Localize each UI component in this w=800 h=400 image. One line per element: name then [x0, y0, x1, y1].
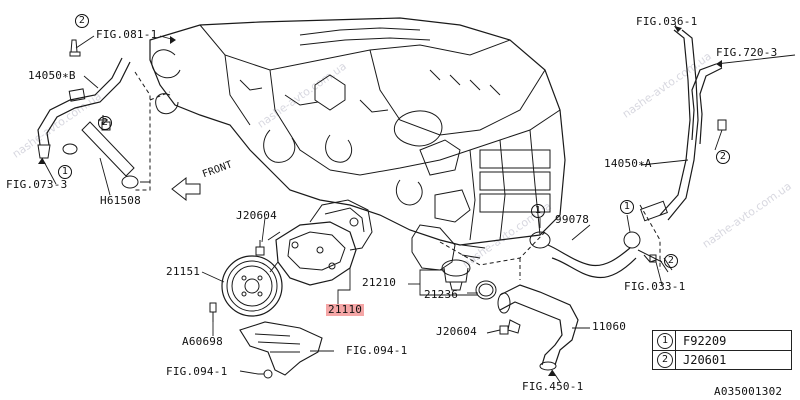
legend-table: 1 F92209 2 J20601 [652, 330, 792, 370]
part-14050a-label[interactable]: 14050∗A [604, 157, 652, 170]
callout-circle-2: 2 [716, 150, 730, 164]
legend-part-code[interactable]: J20601 [683, 353, 727, 367]
legend-row: 2 J20601 [653, 350, 791, 369]
legend-part-code[interactable]: F92209 [683, 334, 727, 348]
part-j20604-label[interactable]: J20604 [436, 325, 477, 338]
part-21210-label[interactable]: 21210 [362, 276, 397, 289]
part-h61508-label[interactable]: H61508 [100, 194, 141, 207]
callout-circle-2: 2 [664, 254, 678, 268]
part-99078-label[interactable]: 99078 [555, 213, 590, 226]
part-21236-label[interactable]: 21236 [424, 288, 459, 301]
legend-number: 1 [657, 333, 673, 349]
diagram-id: A035001302 [714, 385, 783, 398]
legend-divider [675, 331, 676, 350]
part-11060-label[interactable]: 11060 [592, 320, 627, 333]
front-arrow-drawing [171, 176, 201, 202]
part-14050b-label[interactable]: 14050∗B [28, 69, 76, 82]
fig-033-1-link[interactable]: FIG.033-1 [624, 280, 686, 293]
fig-arrowheads [38, 26, 722, 376]
fig-094-1-link[interactable]: FIG.094-1 [346, 344, 408, 357]
callout-circle-1: 1 [58, 165, 72, 179]
hose-14050a-drawing [529, 29, 727, 279]
callout-circle-1: 1 [531, 204, 545, 218]
fig-036-1-link[interactable]: FIG.036-1 [636, 15, 698, 28]
legend-number: 2 [657, 352, 673, 368]
legend-row: 1 F92209 [653, 331, 791, 351]
dashed-guide-lines [439, 204, 661, 280]
part-21110-label-highlighted[interactable]: 21110 [326, 303, 365, 316]
part-j20604-label[interactable]: J20604 [236, 209, 277, 222]
hose-14050b-drawing [37, 39, 171, 191]
part-a60698-label[interactable]: A60698 [182, 335, 223, 348]
bolt-drawings [101, 121, 657, 335]
callout-circle-2: 2 [75, 14, 89, 28]
callout-circle-2: 2 [98, 116, 112, 130]
fig-450-1-link[interactable]: FIG.450-1 [522, 380, 584, 393]
part-21151-label[interactable]: 21151 [166, 265, 201, 278]
fig-720-3-link[interactable]: FIG.720-3 [716, 46, 778, 59]
outlet-pipe-11060-drawing [497, 284, 579, 371]
fig-081-1-link[interactable]: FIG.081-1 [96, 28, 158, 41]
engine-block-drawing [149, 17, 566, 271]
legend-divider [675, 350, 676, 369]
cover-plate-drawing [239, 321, 323, 379]
thermostat-drawing [441, 259, 497, 300]
fig-073-3-link[interactable]: FIG.073-3 [6, 178, 68, 191]
fig-094-1-link[interactable]: FIG.094-1 [166, 365, 228, 378]
callout-circle-1: 1 [620, 200, 634, 214]
